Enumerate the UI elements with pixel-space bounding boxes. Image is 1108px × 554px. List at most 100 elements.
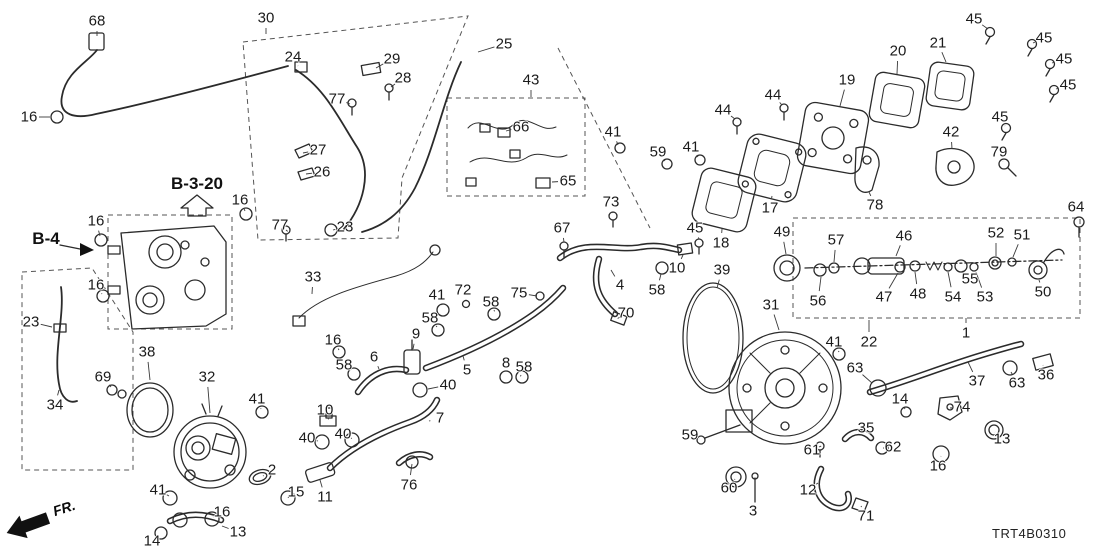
part-callout-16[interactable]: 16 (20, 108, 38, 126)
part-callout-70[interactable]: 70 (617, 304, 635, 322)
part-callout-61[interactable]: 61 (803, 441, 821, 459)
part-callout-69[interactable]: 69 (94, 368, 112, 386)
part-callout-58[interactable]: 58 (648, 281, 666, 299)
part-callout-38[interactable]: 38 (138, 343, 156, 361)
part-callout-10[interactable]: 10 (316, 401, 334, 419)
part-callout-72[interactable]: 72 (454, 281, 472, 299)
part-callout-75[interactable]: 75 (510, 284, 528, 302)
part-callout-77[interactable]: 77 (271, 216, 289, 234)
part-callout-4[interactable]: 4 (615, 276, 625, 294)
part-callout-64[interactable]: 64 (1067, 198, 1085, 216)
part-callout-45[interactable]: 45 (991, 108, 1009, 126)
part-callout-78[interactable]: 78 (866, 196, 884, 214)
part-callout-11[interactable]: 11 (317, 488, 333, 506)
part-callout-58[interactable]: 58 (335, 356, 353, 374)
part-callout-51[interactable]: 51 (1013, 226, 1031, 244)
part-callout-58[interactable]: 58 (421, 309, 439, 327)
part-callout-47[interactable]: 47 (875, 288, 893, 306)
part-callout-23[interactable]: 23 (22, 313, 40, 331)
part-callout-60[interactable]: 60 (720, 479, 738, 497)
part-callout-74[interactable]: 74 (953, 398, 971, 416)
ref-label-b-3-20[interactable]: B-3-20 (171, 174, 223, 193)
part-callout-29[interactable]: 29 (383, 50, 401, 68)
part-callout-52[interactable]: 52 (987, 224, 1005, 242)
part-callout-37[interactable]: 37 (968, 372, 986, 390)
part-callout-48[interactable]: 48 (909, 285, 927, 303)
part-callout-55[interactable]: 55 (961, 270, 979, 288)
part-callout-35[interactable]: 35 (857, 419, 875, 437)
part-callout-20[interactable]: 20 (889, 42, 907, 60)
part-callout-16[interactable]: 16 (87, 276, 105, 294)
part-callout-7[interactable]: 7 (435, 409, 445, 427)
part-callout-14[interactable]: 14 (143, 532, 161, 550)
part-callout-67[interactable]: 67 (553, 219, 571, 237)
part-callout-3[interactable]: 3 (748, 502, 758, 520)
part-callout-49[interactable]: 49 (773, 223, 791, 241)
part-callout-6[interactable]: 6 (369, 348, 379, 366)
part-callout-16[interactable]: 16 (87, 212, 105, 230)
part-callout-17[interactable]: 17 (761, 199, 779, 217)
part-callout-14[interactable]: 14 (891, 390, 909, 408)
part-callout-66[interactable]: 66 (512, 118, 530, 136)
part-callout-41[interactable]: 41 (682, 138, 700, 156)
part-callout-63[interactable]: 63 (846, 359, 864, 377)
part-callout-45[interactable]: 45 (965, 10, 983, 28)
part-callout-59[interactable]: 59 (681, 426, 699, 444)
part-callout-41[interactable]: 41 (825, 333, 843, 351)
part-callout-45[interactable]: 45 (686, 219, 704, 237)
part-callout-63[interactable]: 63 (1008, 374, 1026, 392)
part-callout-34[interactable]: 34 (46, 396, 64, 414)
part-callout-32[interactable]: 32 (198, 368, 216, 386)
part-callout-41[interactable]: 41 (149, 481, 167, 499)
part-callout-59[interactable]: 59 (649, 143, 667, 161)
part-callout-65[interactable]: 65 (559, 172, 577, 190)
part-callout-22[interactable]: 22 (860, 333, 878, 351)
part-callout-41[interactable]: 41 (428, 286, 446, 304)
part-callout-36[interactable]: 36 (1037, 366, 1055, 384)
part-callout-53[interactable]: 53 (976, 288, 994, 306)
part-callout-10[interactable]: 10 (668, 259, 686, 277)
part-callout-26[interactable]: 26 (313, 163, 331, 181)
part-callout-42[interactable]: 42 (942, 123, 960, 141)
part-callout-13[interactable]: 13 (229, 523, 247, 541)
part-callout-33[interactable]: 33 (304, 268, 322, 286)
part-callout-57[interactable]: 57 (827, 231, 845, 249)
part-callout-24[interactable]: 24 (284, 48, 302, 66)
part-callout-45[interactable]: 45 (1035, 29, 1053, 47)
part-callout-12[interactable]: 12 (799, 481, 817, 499)
part-callout-62[interactable]: 62 (884, 438, 902, 456)
part-callout-56[interactable]: 56 (809, 292, 827, 310)
part-callout-45[interactable]: 45 (1059, 76, 1077, 94)
part-callout-41[interactable]: 41 (248, 390, 266, 408)
part-callout-16[interactable]: 16 (324, 331, 342, 349)
part-callout-77[interactable]: 77 (328, 90, 346, 108)
part-callout-40[interactable]: 40 (298, 429, 316, 447)
part-callout-39[interactable]: 39 (713, 261, 731, 279)
part-callout-16[interactable]: 16 (929, 457, 947, 475)
part-callout-16[interactable]: 16 (213, 503, 231, 521)
part-callout-45[interactable]: 45 (1055, 50, 1073, 68)
part-callout-44[interactable]: 44 (764, 86, 782, 104)
part-callout-73[interactable]: 73 (602, 193, 620, 211)
part-callout-68[interactable]: 68 (88, 12, 106, 30)
part-callout-58[interactable]: 58 (482, 293, 500, 311)
part-callout-13[interactable]: 13 (993, 430, 1011, 448)
part-callout-46[interactable]: 46 (895, 227, 913, 245)
part-callout-44[interactable]: 44 (714, 101, 732, 119)
part-callout-15[interactable]: 15 (287, 483, 305, 501)
part-callout-79[interactable]: 79 (990, 143, 1008, 161)
part-callout-8[interactable]: 8 (501, 354, 511, 372)
part-callout-19[interactable]: 19 (838, 71, 856, 89)
part-callout-58[interactable]: 58 (515, 358, 533, 376)
part-callout-40[interactable]: 40 (439, 376, 457, 394)
part-callout-25[interactable]: 25 (495, 35, 513, 53)
part-callout-43[interactable]: 43 (522, 71, 540, 89)
part-callout-1[interactable]: 1 (961, 324, 971, 342)
part-callout-30[interactable]: 30 (257, 9, 275, 27)
part-callout-2[interactable]: 2 (267, 461, 277, 479)
part-callout-27[interactable]: 27 (309, 141, 327, 159)
part-callout-40[interactable]: 40 (334, 425, 352, 443)
part-callout-9[interactable]: 9 (411, 325, 421, 343)
part-callout-28[interactable]: 28 (394, 69, 412, 87)
part-callout-50[interactable]: 50 (1034, 283, 1052, 301)
